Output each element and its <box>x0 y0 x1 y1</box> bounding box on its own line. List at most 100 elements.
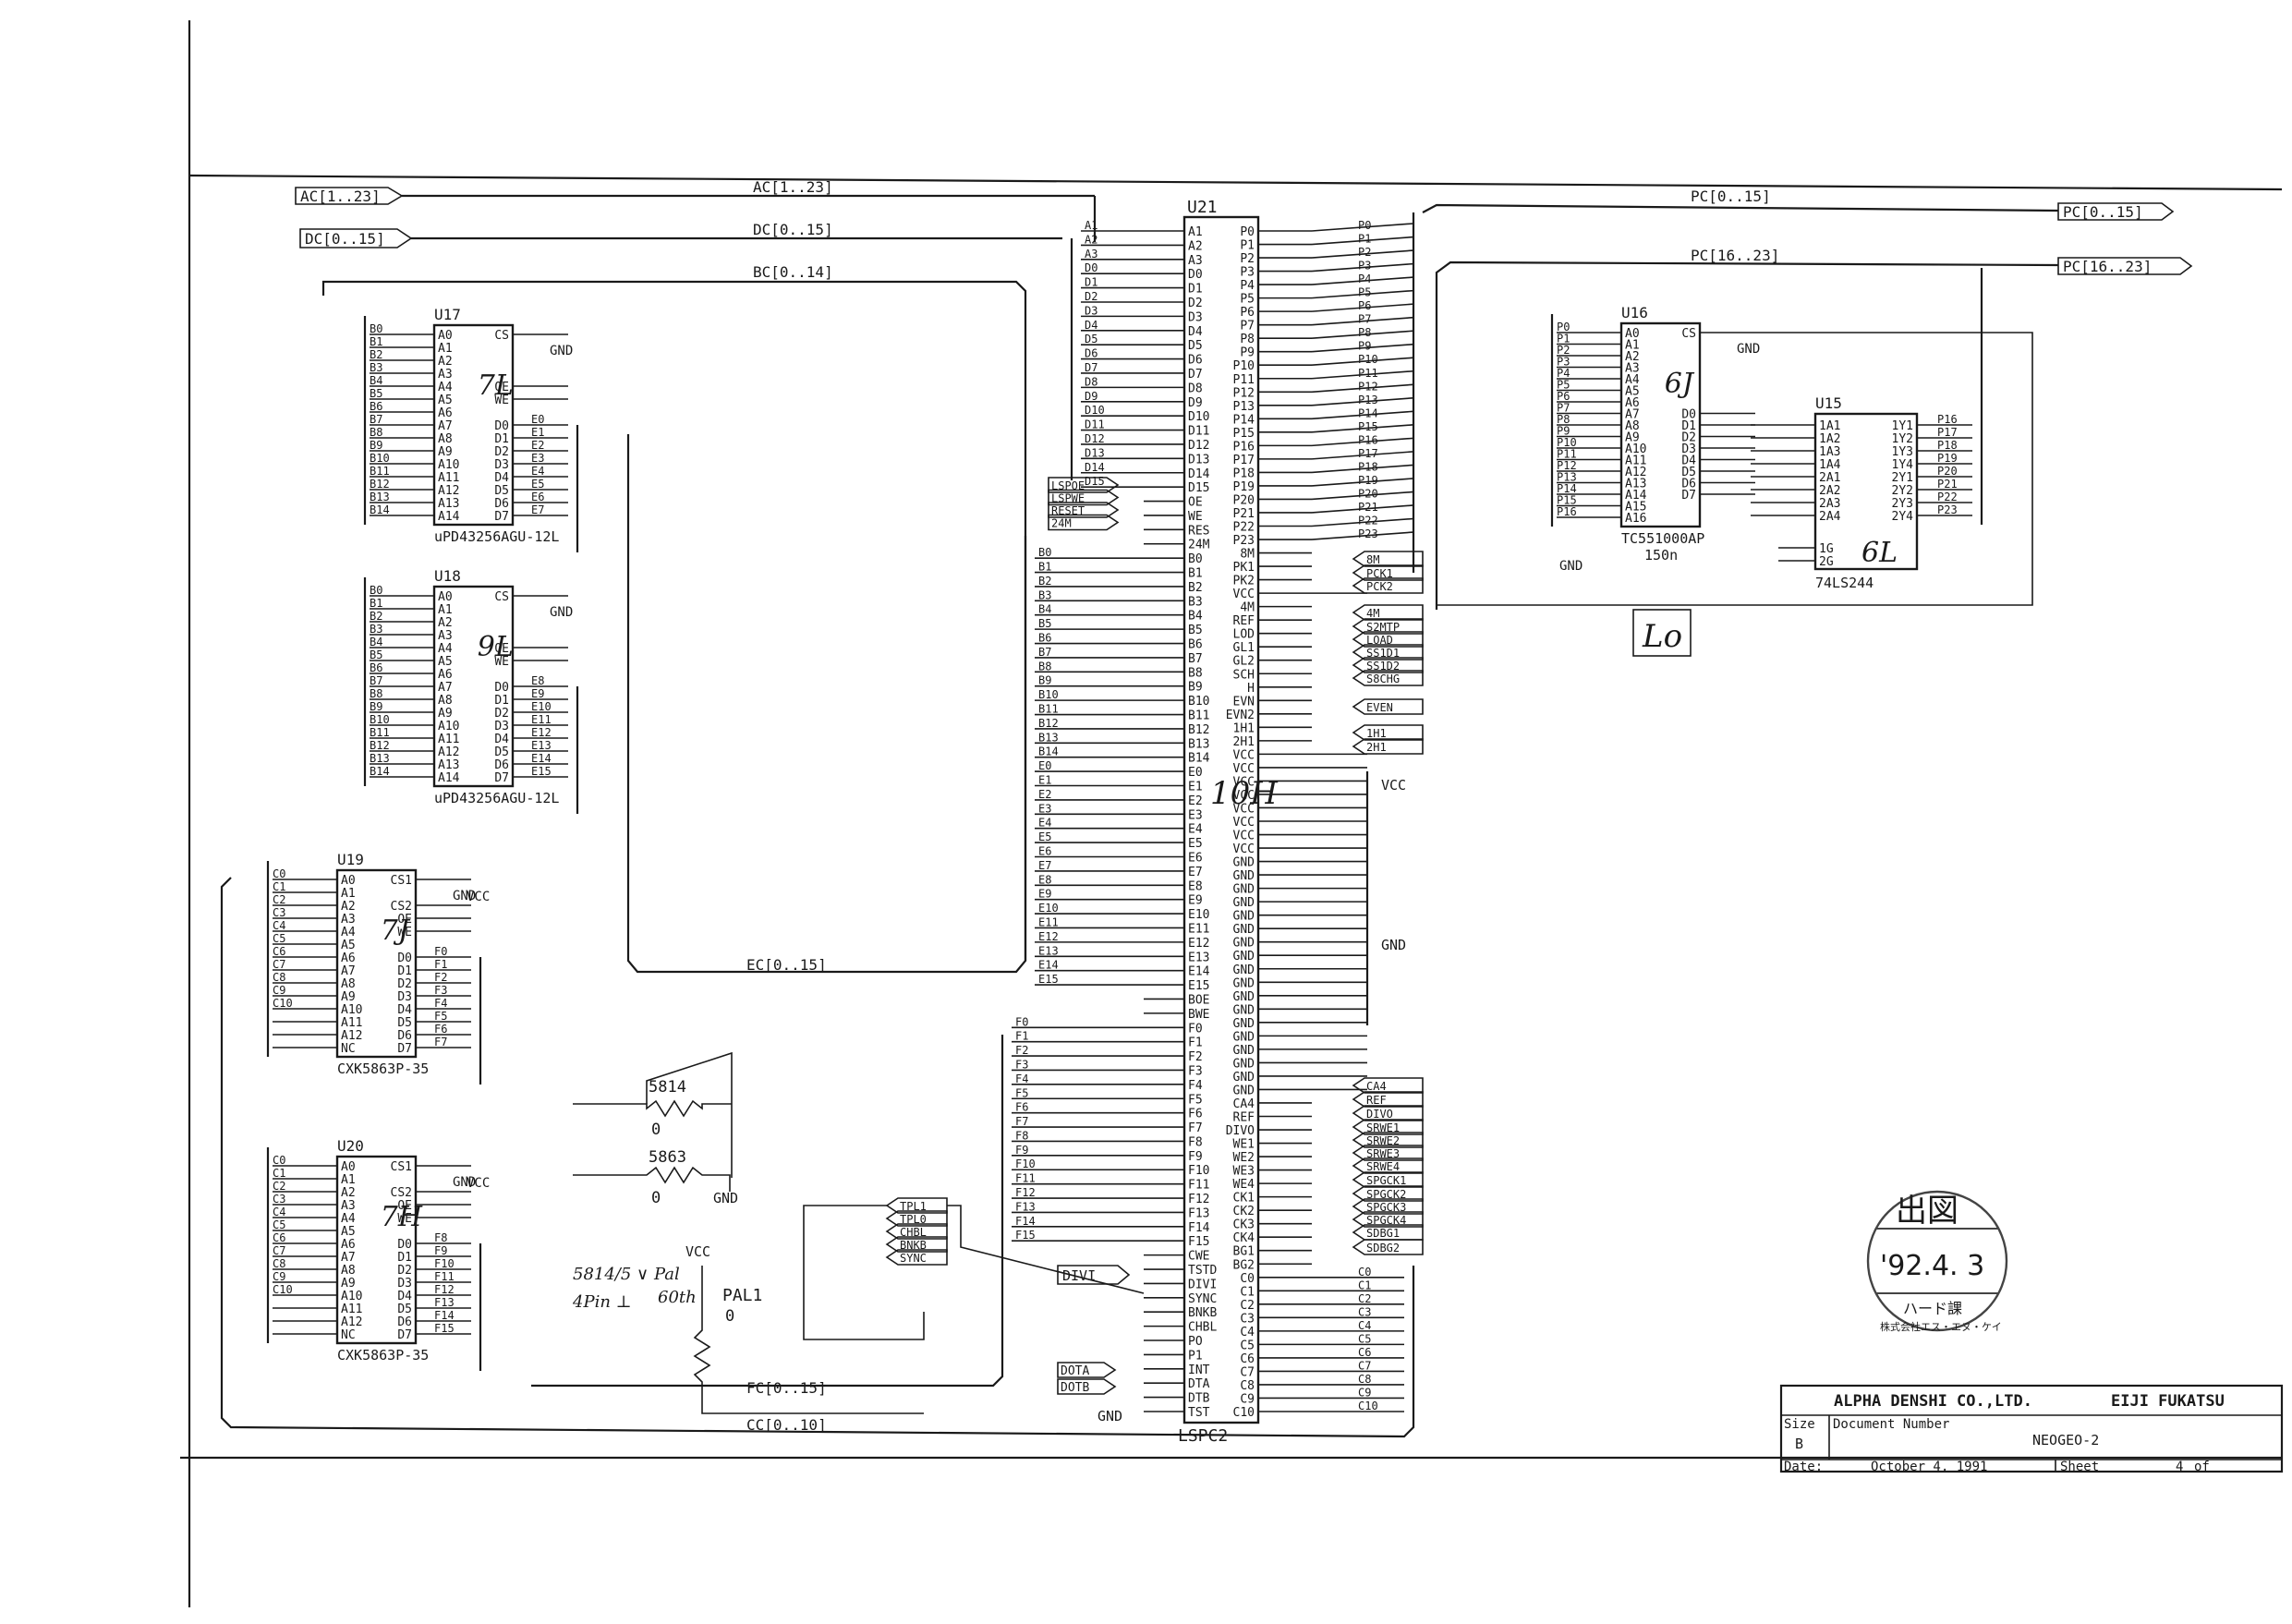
u17-net-b13: B13 <box>370 491 390 503</box>
u21-pin-r-vcc: VCC <box>1233 748 1255 762</box>
u21-net-e7: E7 <box>1038 859 1051 872</box>
u21-pin-r-h: H <box>1247 682 1255 696</box>
u21-pin-r-ref: REF <box>1233 614 1255 628</box>
u21-pin-r-we2: WE2 <box>1233 1151 1255 1165</box>
u17-lpin-a0: A0 <box>438 329 453 343</box>
u20-out-f12: F12 <box>434 1283 455 1296</box>
u21-net-p22: P22 <box>1358 515 1378 527</box>
u21-pin-r-vcc: VCC <box>1233 588 1255 601</box>
rsig-8m-shape <box>1352 551 1424 567</box>
u17-lpin-a6: A6 <box>438 406 453 420</box>
u21-net-b14: B14 <box>1038 745 1059 758</box>
u21-pin-e11: E11 <box>1188 922 1209 936</box>
u21-right-bus: P0P1P2P3P4P5P6P7P8P9P10P11P12P13P14P15P1… <box>1311 212 1415 1412</box>
u19-net-c6: C6 <box>273 945 285 958</box>
u17-lpin-a10: A10 <box>438 458 459 472</box>
u21-net-f14: F14 <box>1015 1215 1036 1228</box>
u21-pin-r-gnd: GND <box>1233 896 1255 910</box>
u15-out-p18: P18 <box>1937 439 1958 452</box>
u20-lpin-a1: A1 <box>341 1173 356 1187</box>
u21-pin-r-gnd: GND <box>1233 869 1255 883</box>
u19-lpin-a3: A3 <box>341 913 356 927</box>
u21-net-p10: P10 <box>1358 353 1378 366</box>
u21-net-e15: E15 <box>1038 973 1059 986</box>
u15-lpin-2a4: 2A4 <box>1819 510 1841 524</box>
tb-date: October 4, 1991 <box>1871 1460 1987 1474</box>
u16-lpin-a12: A12 <box>1625 466 1646 479</box>
approval-stamp: 出図 '92.4. 3 ハード課 株式会社エス・エヌ・ケイ <box>1866 1190 2008 1333</box>
u21-pin-po: PO <box>1188 1335 1203 1349</box>
u21-pin-divi: DIVI <box>1188 1278 1217 1291</box>
pal-wire <box>803 1205 925 1340</box>
u16-rpin-d5: D5 <box>1681 466 1696 479</box>
u21-vcc-label: VCC <box>1381 777 1406 794</box>
u16-net-p4: P4 <box>1557 367 1570 380</box>
u21-pin-b6: B6 <box>1188 638 1203 652</box>
u17-lpin-a11: A11 <box>438 471 459 485</box>
u18-net-b8: B8 <box>370 687 382 700</box>
u21-net-p19: P19 <box>1358 474 1378 487</box>
u21-pin-we: WE <box>1188 510 1203 524</box>
memory-chips: U17uPD43256AGU-12L7LA0B0A1B1A2B2A3B3A4B4… <box>266 268 2033 1371</box>
u21-net-c2: C2 <box>1358 1292 1371 1305</box>
u16-net-p3: P3 <box>1557 356 1570 369</box>
u16-lpin-a0: A0 <box>1625 327 1640 341</box>
u21-pin-r-vcc: VCC <box>1233 802 1255 816</box>
rsig-4m: 4M <box>1366 607 1379 620</box>
u17-net-b10: B10 <box>370 452 390 465</box>
bus-label-cc: CC[0..10] <box>746 1416 827 1434</box>
u19-lpin-a5: A5 <box>341 939 356 952</box>
u19-rpin-cs2: CS2 <box>391 900 412 914</box>
u15-ref: U15 <box>1815 394 1842 412</box>
u15-out-p17: P17 <box>1937 426 1958 439</box>
u21-pin-b9: B9 <box>1188 681 1203 695</box>
u17-lpin-a7: A7 <box>438 419 453 433</box>
u21-net-f15: F15 <box>1015 1229 1036 1242</box>
u16-rpin-d4: D4 <box>1681 454 1696 468</box>
u21-pin-d14: D14 <box>1188 467 1210 481</box>
bus-flag-ac: AC[1..23] <box>300 188 381 205</box>
rsig-pck2: PCK2 <box>1366 580 1393 593</box>
bus-label-dc: DC[0..15] <box>753 221 833 238</box>
u21-p-entry <box>1311 437 1414 447</box>
u20-net-c7: C7 <box>273 1244 285 1257</box>
u21-pin-e4: E4 <box>1188 823 1203 837</box>
u18-body <box>432 585 515 788</box>
u21-pin-r-pk2: PK2 <box>1233 575 1255 588</box>
rsig-load: LOAD <box>1366 634 1393 647</box>
u21-net-f13: F13 <box>1015 1200 1036 1213</box>
u20-ref: U20 <box>337 1137 364 1155</box>
u15-rpin-2y2: 2Y2 <box>1892 484 1913 498</box>
u21-net-e8: E8 <box>1038 873 1051 886</box>
u21-pin-p1: P1 <box>1188 1349 1203 1363</box>
u21-pin-r-p5: P5 <box>1240 293 1255 307</box>
u16-rpin-d0: D0 <box>1681 408 1696 422</box>
u21-net-c3: C3 <box>1358 1305 1371 1318</box>
u20-net-c8: C8 <box>273 1257 285 1270</box>
dota-flag: DOTA <box>1061 1364 1089 1378</box>
u21-pin-r-gnd: GND <box>1233 1044 1255 1058</box>
u18-out-e9: E9 <box>531 687 544 700</box>
lsig-reset: RESET <box>1051 504 1085 517</box>
u21-pin-d5: D5 <box>1188 339 1203 353</box>
u21-pin-f1: F1 <box>1188 1036 1203 1050</box>
u21-pin-r-c5: C5 <box>1240 1339 1255 1352</box>
u18-out-e11: E11 <box>531 713 552 726</box>
dotb-flag: DOTB <box>1061 1381 1089 1395</box>
misc-flags: DIVI DOTA DOTB GND <box>1057 1265 1131 1424</box>
u21-right-pins: P0P1P2P3P4P5P6P7P8P9P10P11P12P13P14P15P1… <box>1226 225 1312 1420</box>
u21-pin-f14: F14 <box>1188 1221 1210 1235</box>
u18-rpin-d0: D0 <box>494 681 509 695</box>
u17-lpin-a5: A5 <box>438 394 453 407</box>
bus-label-ac: AC[1..23] <box>753 178 833 196</box>
u21-pin-r-p17: P17 <box>1233 454 1255 467</box>
u17-rpin-d3: D3 <box>494 458 509 472</box>
u17-ref: U17 <box>434 306 461 323</box>
u20-lpin-a4: A4 <box>341 1212 356 1226</box>
u21-pin-d0: D0 <box>1188 268 1203 282</box>
u21-pin-int: INT <box>1188 1363 1210 1377</box>
u17-lpin-a3: A3 <box>438 368 453 382</box>
u21-net-f11: F11 <box>1015 1172 1036 1185</box>
u21-pin-r-gnd: GND <box>1233 856 1255 870</box>
palsig-sync-shape <box>885 1249 948 1266</box>
